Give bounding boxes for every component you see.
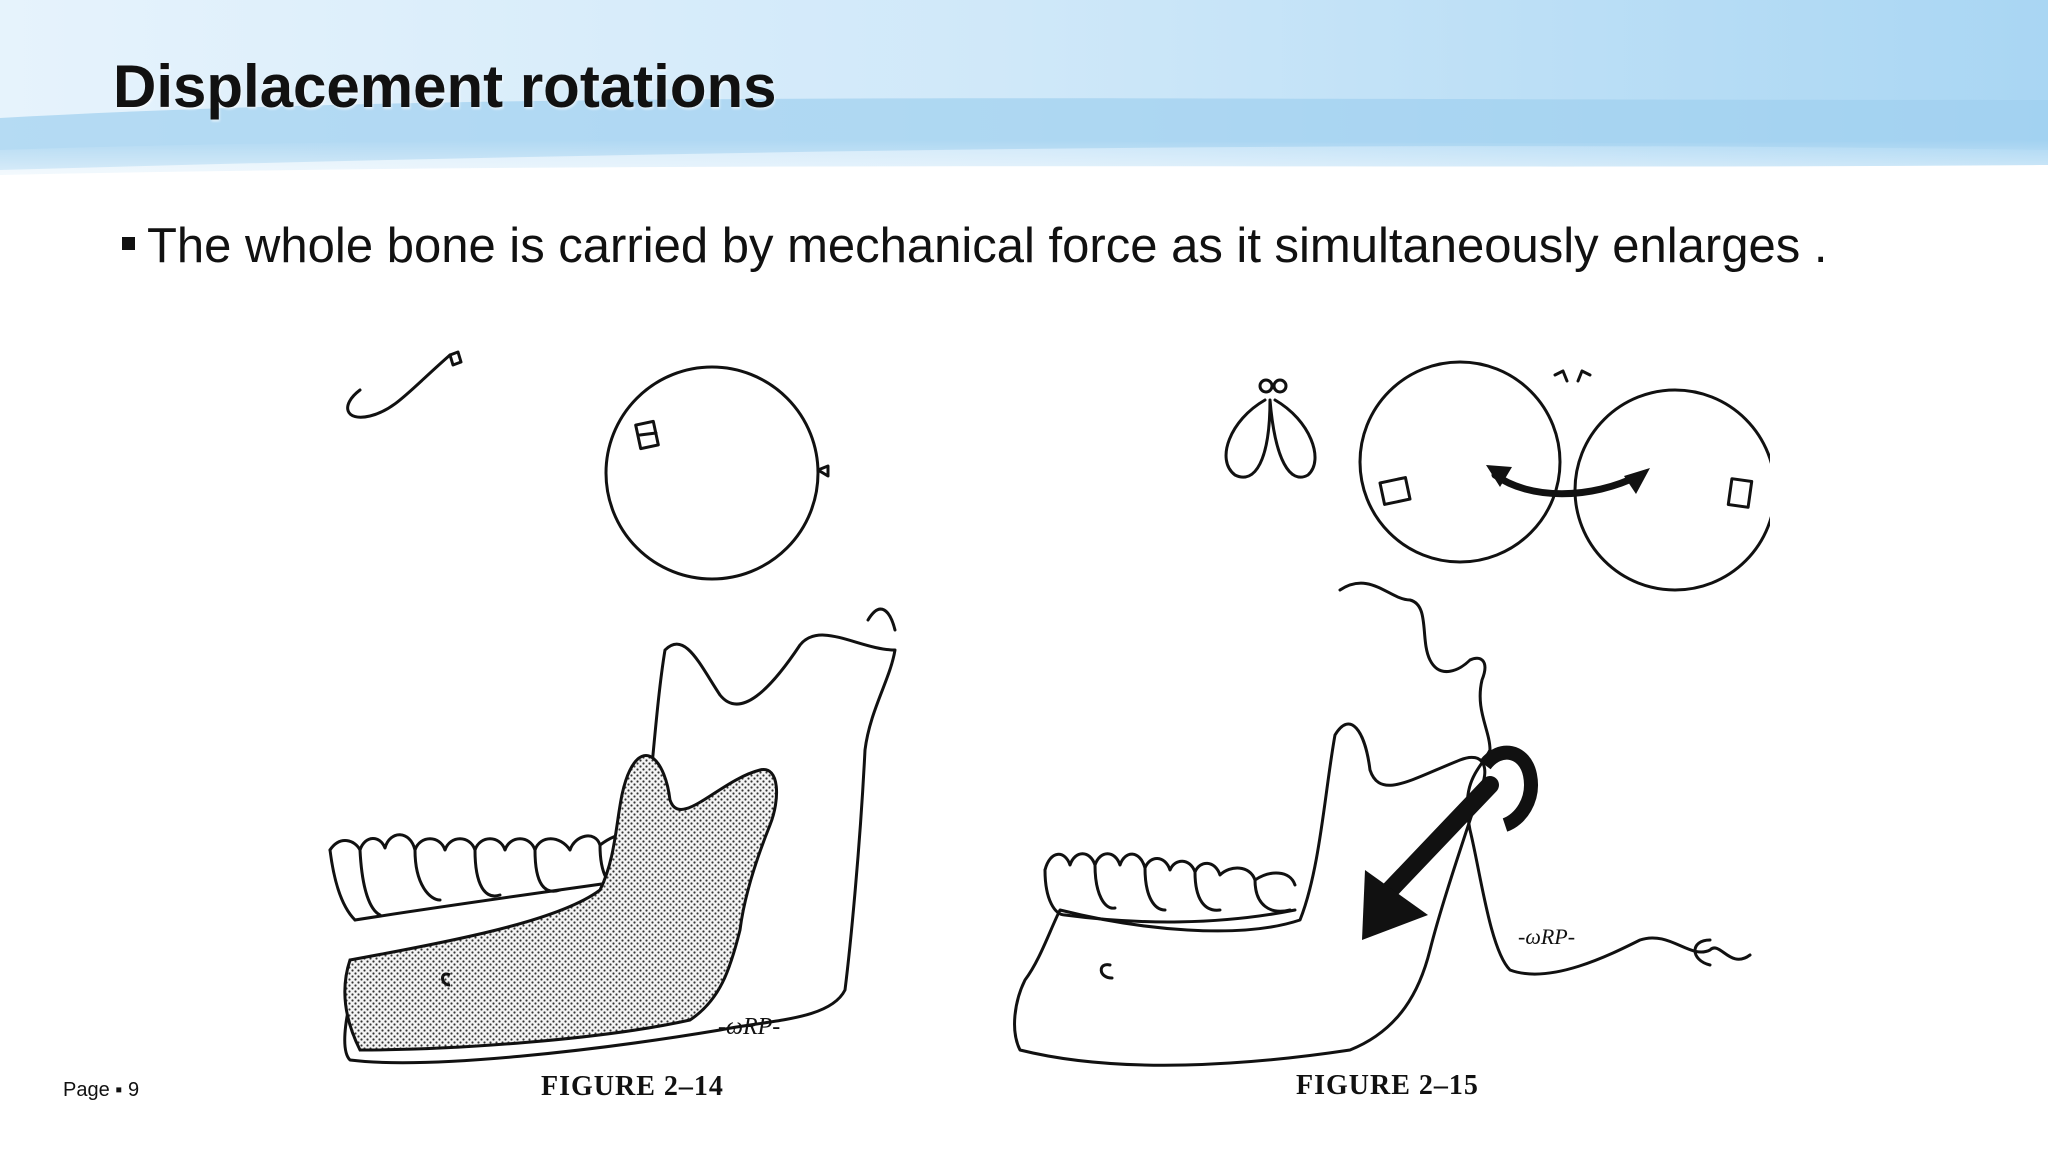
- page-number-value: 9: [127, 1079, 140, 1101]
- page-separator: ▪: [115, 1079, 123, 1101]
- bullet-text: The whole bone is carried by mechanical …: [147, 219, 1828, 273]
- bullet-item: The whole bone is carried by mechanical …: [122, 218, 2002, 274]
- condyle-cap: [1479, 745, 1538, 832]
- figure-15-caption: FIGURE 2–15: [1296, 1070, 1479, 1101]
- square-bullet-icon: [122, 237, 135, 250]
- mandible-outline: [1013, 722, 1487, 1067]
- displacement-arrow: [1381, 776, 1499, 899]
- teeth-row: [1043, 852, 1297, 887]
- large-balloon: [604, 365, 820, 581]
- header-background: [0, 0, 2048, 210]
- small-balloons: [1224, 398, 1317, 479]
- figure-15-signature: -ωRP-: [1518, 924, 1576, 949]
- left-balloon: [1358, 360, 1562, 564]
- mandible-inner-shaded: [343, 754, 779, 1052]
- figure-2-14-illustration: [328, 350, 897, 1065]
- small-balloon: [346, 353, 452, 419]
- skull-base-contour: [1338, 581, 1752, 976]
- page-label: Page: [63, 1079, 110, 1101]
- teeth-row: [328, 831, 647, 852]
- page-number: Page ▪ 9: [63, 1079, 139, 1102]
- figure-14-caption: FIGURE 2–14: [541, 1071, 724, 1102]
- figure-2-15-illustration: [1013, 360, 1770, 1067]
- slide-title: Displacement rotations: [113, 53, 777, 120]
- figure-14-signature: -ωRP-: [718, 1014, 781, 1040]
- rotation-arrow: [1491, 471, 1644, 498]
